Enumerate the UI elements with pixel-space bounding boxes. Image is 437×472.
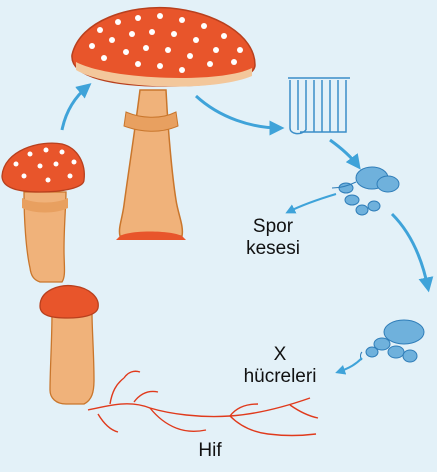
small-mushroom — [40, 286, 98, 404]
spore-sac-label-line2: kesesi — [233, 238, 313, 260]
basidium-lower — [361, 320, 425, 362]
spore-sac-label-line1: Spor — [233, 216, 313, 238]
spore-sac-label: Spor kesesi — [233, 216, 313, 260]
x-cells-label: X hücreleri — [225, 344, 335, 388]
x-cells-label-line2: hücreleri — [225, 366, 335, 388]
basidium-upper — [332, 167, 399, 215]
gill-section — [288, 78, 350, 134]
medium-mushroom — [2, 143, 84, 282]
large-mushroom — [72, 8, 255, 240]
x-cells-label-line1: X — [225, 344, 335, 366]
hyphae-label: Hif — [180, 440, 240, 462]
